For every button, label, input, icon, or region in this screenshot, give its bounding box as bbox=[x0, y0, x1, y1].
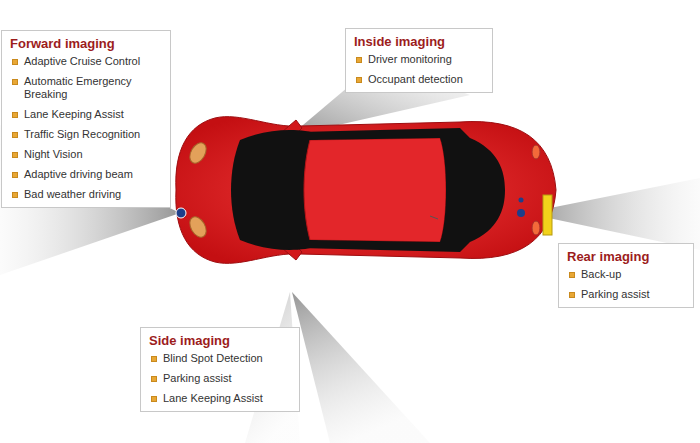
front-camera bbox=[176, 208, 186, 218]
feature-item: Driver monitoring bbox=[354, 53, 484, 66]
box-heading: Forward imaging bbox=[10, 36, 162, 51]
feature-item: Occupant detection bbox=[354, 73, 484, 86]
tail-light bbox=[532, 221, 540, 235]
feature-item: Adaptive Cruise Control bbox=[10, 55, 162, 68]
feature-box: Inside imagingDriver monitoringOccupant … bbox=[345, 28, 493, 93]
headlight bbox=[186, 140, 209, 166]
feature-item: Parking assist bbox=[567, 288, 685, 301]
feature-item: Lane Keeping Assist bbox=[149, 392, 291, 405]
feature-item: Blind Spot Detection bbox=[149, 352, 291, 365]
feature-item: Night Vision bbox=[10, 148, 162, 161]
feature-box: Rear imagingBack-upParking assist bbox=[558, 243, 694, 308]
feature-item: Traffic Sign Recognition bbox=[10, 128, 162, 141]
antenna bbox=[430, 216, 438, 219]
feature-item: Bad weather driving bbox=[10, 188, 162, 201]
feature-box: Forward imagingAdaptive Cruise ControlAu… bbox=[1, 30, 171, 208]
roof bbox=[304, 138, 446, 242]
feature-item: Automatic Emergency Breaking bbox=[10, 75, 162, 101]
feature-item: Adaptive driving beam bbox=[10, 168, 162, 181]
feature-box: Side imagingBlind Spot DetectionParking … bbox=[140, 327, 300, 412]
licence-plate bbox=[543, 195, 552, 235]
tail-light bbox=[532, 145, 540, 159]
box-heading: Rear imaging bbox=[567, 249, 685, 264]
feature-item: Lane Keeping Assist bbox=[10, 108, 162, 121]
side-cone bbox=[292, 292, 430, 443]
rear-camera bbox=[517, 209, 525, 217]
car-body bbox=[176, 117, 556, 264]
box-heading: Inside imaging bbox=[354, 34, 484, 49]
headlight bbox=[186, 214, 209, 240]
rear-window bbox=[440, 138, 505, 242]
feature-item: Parking assist bbox=[149, 372, 291, 385]
box-heading: Side imaging bbox=[149, 333, 291, 348]
rear-camera bbox=[519, 198, 524, 203]
feature-item: Back-up bbox=[567, 268, 685, 281]
